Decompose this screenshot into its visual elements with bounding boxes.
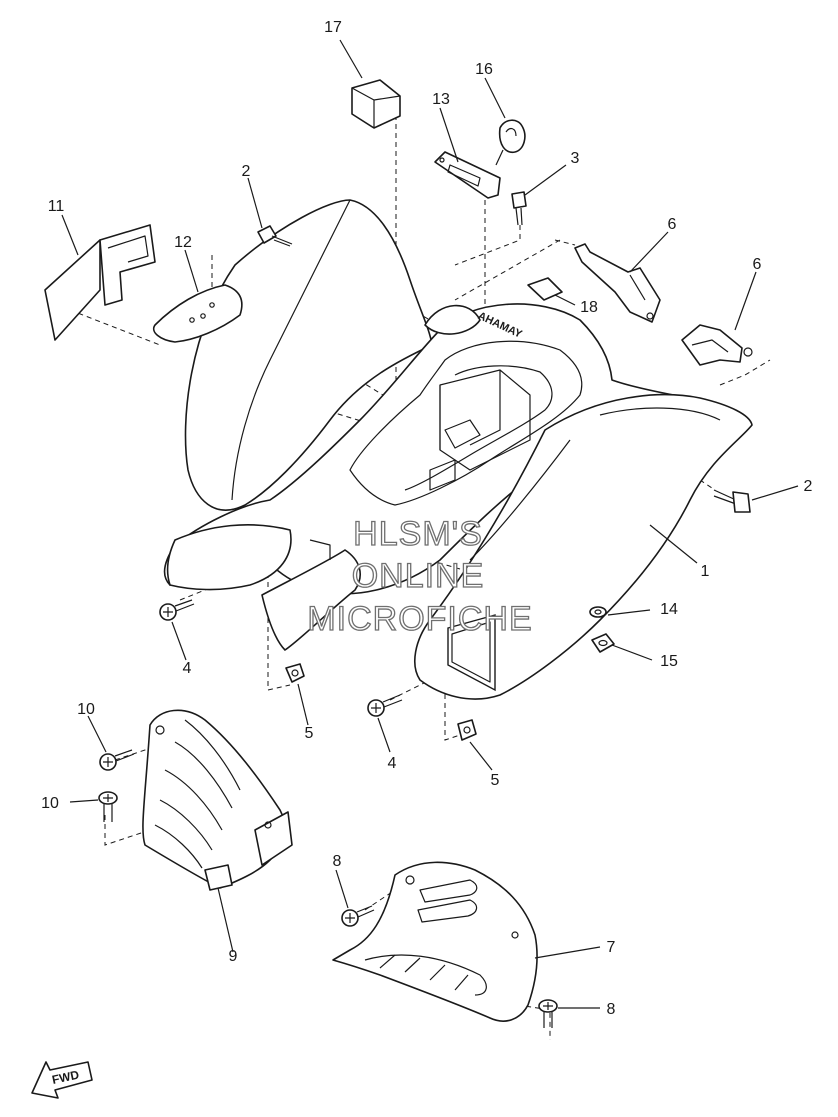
mud-flap-9 <box>142 709 293 891</box>
callout-12: 12 <box>174 234 192 251</box>
screw-4-left <box>159 599 195 621</box>
nut-15 <box>591 633 615 653</box>
callout-17: 17 <box>324 19 342 36</box>
rear-fender: YAMAHA <box>163 199 753 700</box>
callout-4-left: 4 <box>183 660 192 677</box>
callout-2-right: 2 <box>804 478 813 495</box>
screw-8-upper <box>341 905 375 927</box>
plate-11 <box>44 224 156 341</box>
callouts: 17 16 13 3 2 11 12 6 6 18 2 1 14 15 4 5 … <box>41 19 812 1018</box>
bracket-13 <box>434 151 501 199</box>
callout-7: 7 <box>607 939 616 956</box>
callout-2-left: 2 <box>242 163 251 180</box>
callout-6-upper: 6 <box>668 216 677 233</box>
callout-16: 16 <box>475 61 493 78</box>
callout-8-lower: 8 <box>607 1001 616 1018</box>
watermark-line-2: ONLINE <box>352 557 485 595</box>
callout-18: 18 <box>580 299 598 316</box>
screw-10-upper <box>99 749 135 771</box>
nut-5-right <box>457 719 477 741</box>
damper-18 <box>527 277 563 301</box>
callout-8-upper: 8 <box>333 853 342 870</box>
callout-1: 1 <box>701 563 710 580</box>
screw-8-lower <box>538 999 558 1028</box>
callout-5-left: 5 <box>305 725 314 742</box>
plate-12 <box>153 284 243 343</box>
bracket-6-upper <box>574 243 661 323</box>
screw-10-lower <box>98 791 118 822</box>
watermark-line-3: MICROFICHE <box>307 600 532 638</box>
leader-lines <box>61 39 799 1009</box>
callout-6-lower: 6 <box>753 256 762 273</box>
bolt-2-left <box>257 225 293 247</box>
forward-arrow-icon: FWD <box>31 1061 93 1099</box>
watermark-line-1: HLSM'S <box>353 515 483 553</box>
screw-4-right <box>367 694 403 717</box>
clamp-16 <box>495 119 526 166</box>
callout-3: 3 <box>571 150 580 167</box>
bolt-3 <box>511 191 527 226</box>
washer-14 <box>589 606 607 618</box>
nut-5-left <box>285 663 305 683</box>
damper-17 <box>351 79 401 129</box>
callout-15: 15 <box>660 653 678 670</box>
callout-10-lower: 10 <box>41 795 59 812</box>
callout-11: 11 <box>48 198 65 215</box>
mud-flap-7 <box>332 861 538 1022</box>
callout-13: 13 <box>432 91 450 108</box>
callout-10-upper: 10 <box>77 701 95 718</box>
forward-label: FWD <box>51 1067 81 1086</box>
callout-4-right: 4 <box>388 755 397 772</box>
callout-14: 14 <box>660 601 678 618</box>
bolt-2-right <box>713 489 751 513</box>
callout-9: 9 <box>229 948 238 965</box>
bracket-6-lower <box>681 324 753 366</box>
watermark: HLSM'S ONLINE MICROFICHE <box>307 514 533 638</box>
callout-5-right: 5 <box>491 772 500 789</box>
